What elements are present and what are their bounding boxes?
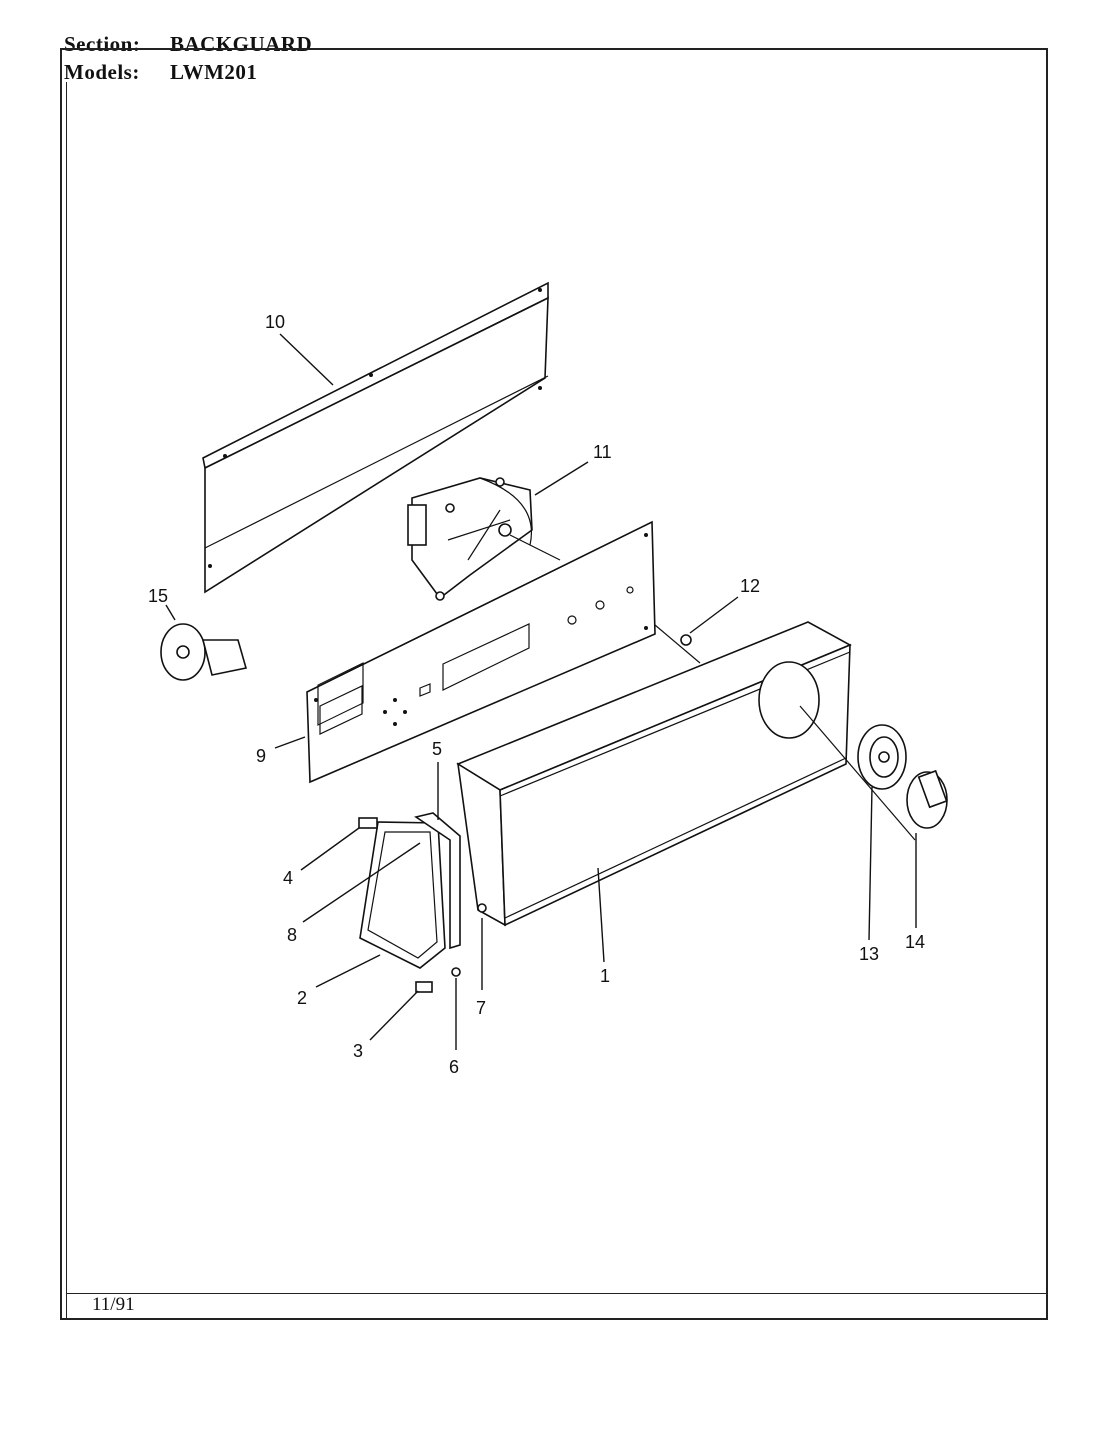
callout-6: 6 [449,1057,459,1077]
models-value: LWM201 [170,60,258,84]
part-3-clip [415,981,433,993]
part-15-switch [160,623,248,681]
section-value: BACKGUARD [170,32,313,56]
callout-13: 13 [859,944,879,964]
part-14-knob [906,769,948,829]
callout-7: 7 [476,998,486,1018]
callout-14: 14 [905,932,925,952]
callout-15: 15 [148,586,168,606]
diagram-frame [60,48,1048,1320]
models-label: Models: [64,60,140,84]
part-11-timer [407,477,561,601]
part-2-end-cap [359,821,446,969]
part-1-console [456,621,852,927]
callout-10: 10 [265,312,285,332]
callout-4: 4 [283,868,293,888]
callout-5: 5 [432,739,442,759]
section-label: Section: [64,32,141,56]
callout-3: 3 [353,1041,363,1061]
part-6-screw [451,967,461,977]
revision-date: 11/91 [92,1294,135,1315]
callout-12: 12 [740,576,760,596]
part-10-rear-panel [202,281,549,594]
part-7-screw [477,903,487,913]
callout-labels: 10 11 15 12 9 5 4 8 2 3 6 7 1 13 14 [148,312,925,1077]
part-13-dial [799,705,916,841]
part-9-control-panel [306,520,656,784]
callout-2: 2 [297,988,307,1008]
part-4-clip [358,817,378,829]
leader-lines [165,333,917,1050]
callout-11: 11 [593,442,612,462]
callout-8: 8 [287,925,297,945]
frame-inner-line [66,82,67,1318]
part-12-screw [654,624,701,664]
callout-9: 9 [256,746,266,766]
callout-1: 1 [600,966,610,986]
footer-divider [66,1293,1048,1294]
part-5-trim [414,812,461,950]
